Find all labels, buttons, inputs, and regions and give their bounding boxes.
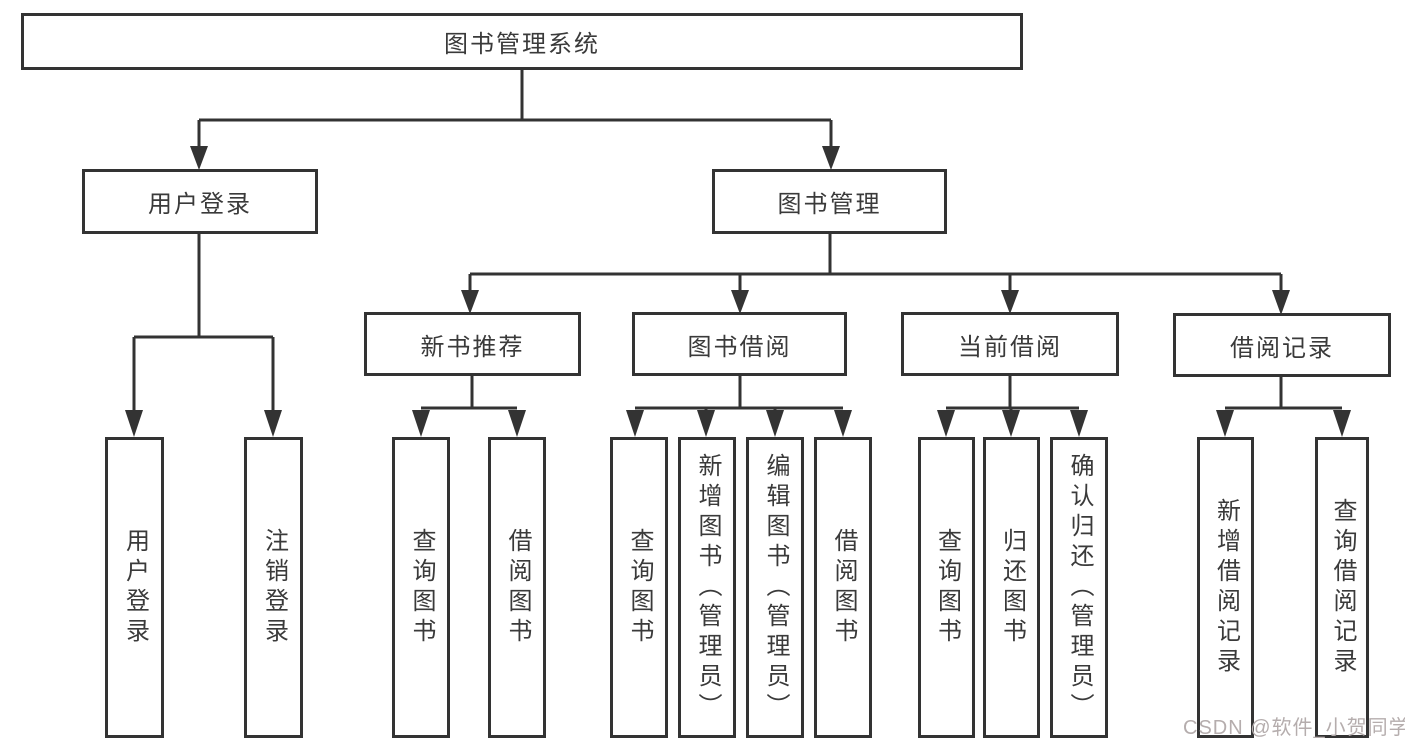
leaf-rec-query-book: 查询图书: [392, 437, 450, 738]
leaf-bb-borrow-book: 借阅图书: [814, 437, 872, 738]
node-current-borrow-label: 当前借阅: [958, 333, 1062, 361]
arrowheads: [125, 146, 1351, 437]
leaf-bb-edit-book-admin: 编辑图书（管理员）: [746, 437, 804, 738]
node-new-book-recommend: 新书推荐: [364, 312, 581, 376]
node-borrow-records-label: 借阅记录: [1230, 334, 1334, 362]
leaf-rec-borrow-book: 借阅图书: [488, 437, 546, 738]
leaf-logout-label: 注销登录: [260, 527, 288, 648]
leaf-cb-return-book-label: 归还图书: [998, 527, 1026, 648]
leaf-br-query-record: 查询借阅记录: [1315, 437, 1369, 738]
leaf-bb-edit-book-admin-label: 编辑图书（管理员）: [762, 452, 789, 723]
leaf-cb-query-book-label: 查询图书: [933, 527, 961, 648]
leaf-logout: 注销登录: [244, 437, 303, 738]
leaf-rec-query-book-label: 查询图书: [408, 527, 435, 648]
leaf-cb-query-book: 查询图书: [918, 437, 975, 738]
leaf-br-add-record-label: 新增借阅记录: [1212, 497, 1240, 678]
leaf-bb-add-book-admin-label: 新增图书（管理员）: [694, 452, 721, 723]
node-new-book-recommend-label: 新书推荐: [420, 333, 525, 361]
node-root-label: 图书管理系统: [444, 31, 600, 58]
leaf-cb-confirm-return-admin: 确认归还（管理员）: [1050, 437, 1108, 738]
node-book-management: 图书管理: [712, 169, 947, 234]
leaf-bb-query-book: 查询图书: [610, 437, 668, 738]
watermark: CSDN @软件_小贺同学: [1183, 717, 1405, 739]
node-current-borrow: 当前借阅: [901, 312, 1119, 376]
node-root: 图书管理系统: [21, 13, 1023, 70]
leaf-cb-confirm-return-admin-label: 确认归还（管理员）: [1066, 452, 1093, 723]
node-user-login-label: 用户登录: [148, 191, 252, 218]
leaf-bb-query-book-label: 查询图书: [626, 527, 653, 648]
leaf-br-add-record: 新增借阅记录: [1197, 437, 1254, 738]
leaf-user-login: 用户登录: [105, 437, 164, 738]
leaf-bb-borrow-book-label: 借阅图书: [830, 527, 857, 648]
node-book-borrow-label: 图书借阅: [687, 333, 792, 361]
node-book-borrow: 图书借阅: [632, 312, 847, 376]
node-book-management-label: 图书管理: [777, 191, 882, 218]
leaf-br-query-record-label: 查询借阅记录: [1329, 497, 1356, 678]
leaf-cb-return-book: 归还图书: [983, 437, 1040, 738]
leaf-bb-add-book-admin: 新增图书（管理员）: [678, 437, 736, 738]
node-user-login: 用户登录: [82, 169, 318, 234]
node-borrow-records: 借阅记录: [1173, 313, 1391, 377]
leaf-user-login-label: 用户登录: [121, 527, 149, 648]
leaf-rec-borrow-book-label: 借阅图书: [504, 527, 531, 648]
